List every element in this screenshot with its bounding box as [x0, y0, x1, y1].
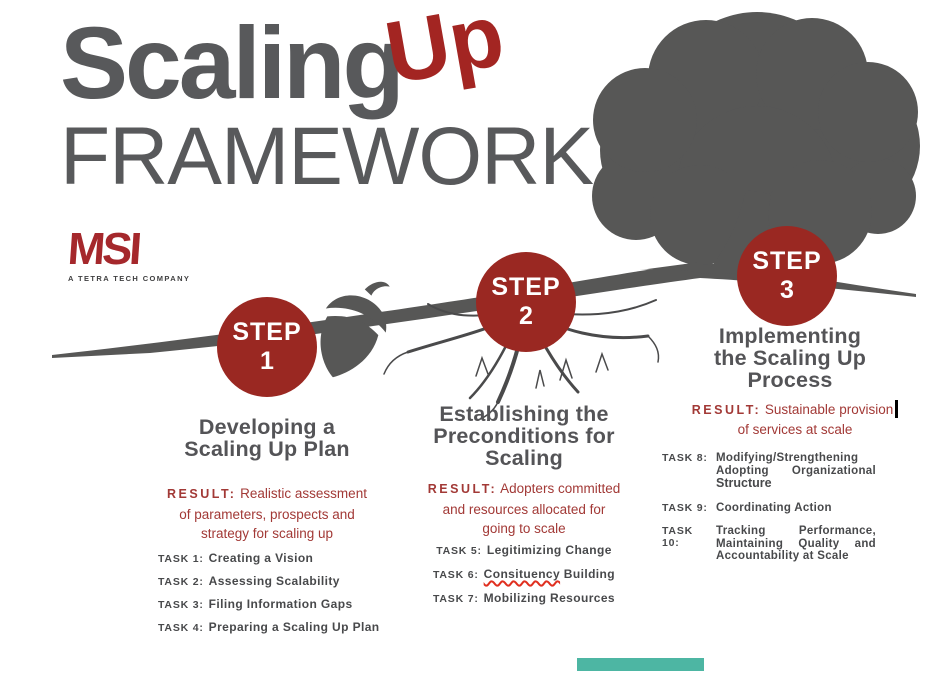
- task-item: TASK 1:Creating a Vision: [158, 551, 314, 565]
- tree-icon: [592, 12, 920, 274]
- task-item: TASK 3:Filing Information Gaps: [158, 597, 353, 611]
- step-1-result: RESULT: Realistic assessment of paramete…: [167, 486, 367, 541]
- task-item: TASK 8: Modifying/Strengthening Adopting…: [662, 452, 876, 490]
- step-1-label: STEP: [232, 318, 302, 346]
- task-item: TASK 2:Assessing Scalability: [158, 574, 340, 588]
- step-3-heading: Implementing the Scaling Up Process: [713, 324, 867, 392]
- step-3-result[interactable]: RESULT: Sustainable provision of service…: [653, 400, 937, 439]
- step-3-number: 3: [780, 276, 794, 304]
- msi-logo-tagline: A TETRA TECH COMPANY: [68, 274, 191, 283]
- title-subtitle: FRAMEWORK: [60, 111, 594, 202]
- misspelled-word: Consituency: [483, 567, 561, 581]
- step-2-result: RESULT: Adopters committed and resources…: [427, 481, 621, 536]
- msi-logo: MSI A TETRA TECH COMPANY: [66, 223, 191, 283]
- result-label: RESULT:: [167, 487, 237, 501]
- step-2-label: STEP: [491, 273, 561, 301]
- task-item: TASK 5:Legitimizing Change: [436, 543, 612, 557]
- msi-logo-text: MSI: [66, 223, 141, 274]
- task-item: TASK 6:Consituency Building: [432, 567, 616, 581]
- step-2-task-list: TASK 5:Legitimizing Change TASK 6:Consit…: [396, 543, 652, 615]
- step-1-task-list: TASK 1:Creating a Vision TASK 2:Assessin…: [158, 551, 380, 643]
- step-2-number: 2: [519, 302, 533, 330]
- result-label: RESULT:: [427, 482, 498, 496]
- step-2-heading: Establishing the Preconditions for Scali…: [433, 402, 615, 470]
- step-3-label: STEP: [752, 247, 822, 275]
- step-1-number: 1: [260, 347, 274, 375]
- task-item: TASK 4:Preparing a Scaling Up Plan: [158, 620, 380, 634]
- title-accent: Up: [378, 0, 511, 103]
- task-item: TASK 7:Mobilizing Resources: [432, 591, 616, 605]
- title-main: Scaling: [60, 6, 405, 120]
- task-item: TASK 10: Tracking Performance, Maintaini…: [662, 525, 876, 562]
- step-3-badge: STEP 3: [737, 226, 837, 326]
- acorn-icon: [320, 281, 390, 378]
- step-3-task-list: TASK 8: Modifying/Strengthening Adopting…: [662, 452, 876, 574]
- text-cursor: [895, 400, 899, 418]
- step-2-badge: STEP 2: [476, 252, 576, 352]
- result-label: RESULT:: [691, 403, 762, 417]
- step-1-heading: Developing a Scaling Up Plan: [184, 415, 350, 461]
- step-1-badge: STEP 1: [217, 297, 317, 397]
- teal-accent-bar: [577, 658, 704, 671]
- task-item: TASK 9: Coordinating Action: [662, 501, 832, 514]
